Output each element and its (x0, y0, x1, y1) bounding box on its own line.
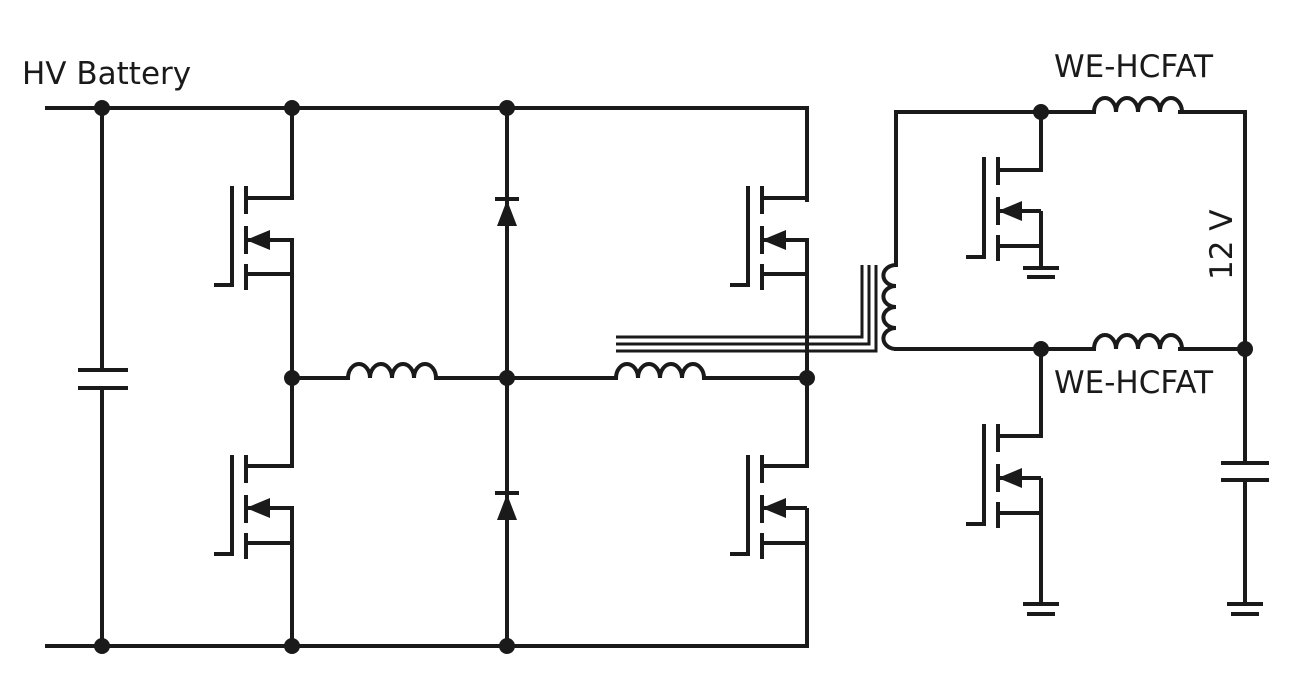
inductor-top-label: WE-HCFAT (1054, 49, 1214, 85)
ground-output (1227, 602, 1263, 616)
output-inductor-top (1092, 96, 1247, 351)
output-capacitor (1221, 347, 1269, 604)
mosfet-right-bottom (730, 455, 809, 559)
top-rail (45, 106, 809, 202)
transformer-secondary (881, 110, 1096, 351)
ground-sync-top (1023, 266, 1059, 279)
inductor-bottom-label: WE-HCFAT (1054, 365, 1214, 401)
input-capacitor (78, 106, 128, 648)
hv-battery-label: HV Battery (22, 56, 191, 92)
transformer-core (616, 265, 878, 353)
resonant-inductor-left (346, 362, 618, 380)
junction-dots (94, 100, 1253, 654)
ground-sync-bottom (1023, 602, 1059, 616)
output-voltage-label: 12 V (1204, 209, 1240, 280)
left-leg-wiring (290, 106, 350, 648)
mosfet-sync-bottom (966, 347, 1043, 604)
mosfet-right-top (730, 186, 809, 290)
mosfet-sync-top (966, 110, 1043, 268)
mosfet-left-top (214, 186, 294, 290)
mosfet-left-bottom (214, 455, 294, 559)
primary-inductor (614, 362, 809, 380)
bottom-rail (45, 540, 809, 648)
output-inductor-bottom (1092, 333, 1247, 351)
